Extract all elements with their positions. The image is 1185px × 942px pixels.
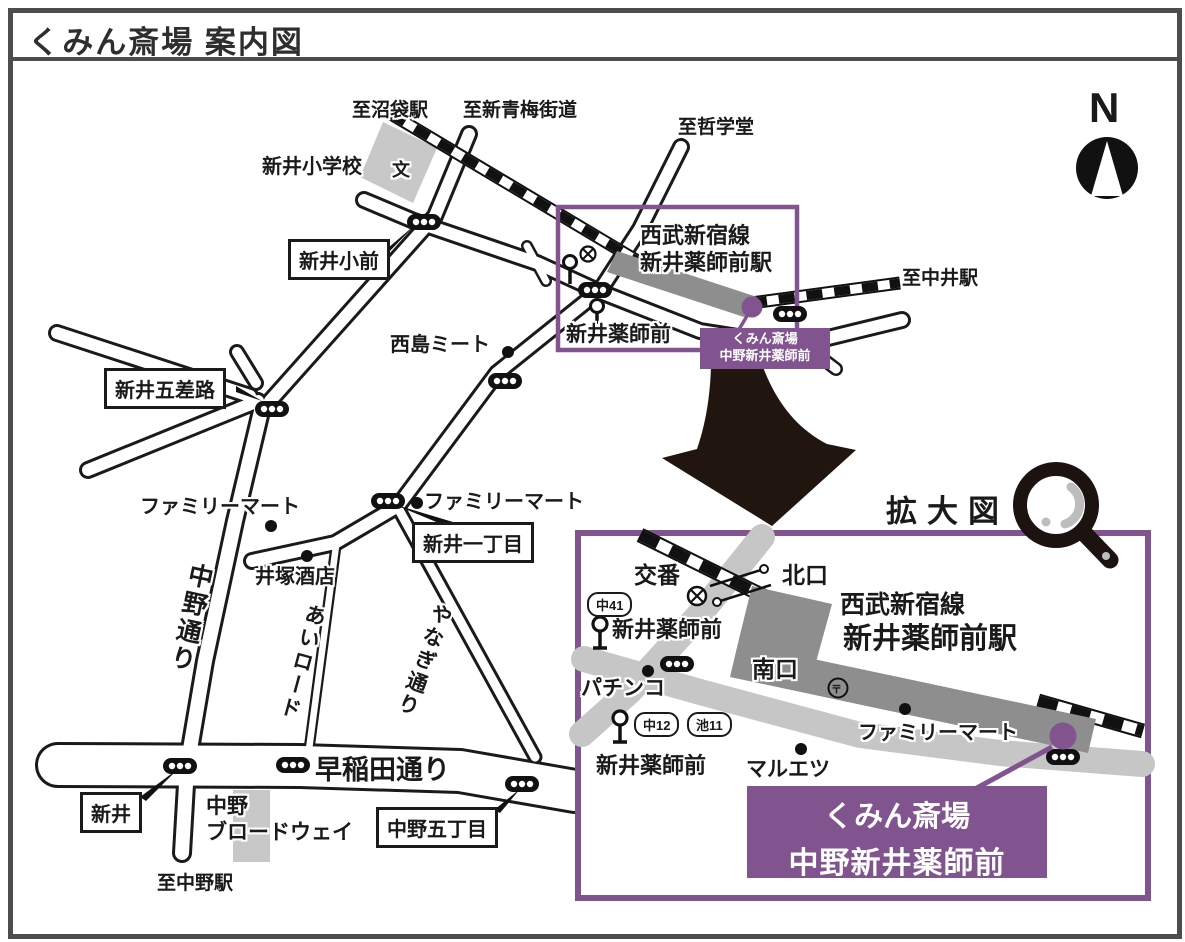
post-office-icon <box>827 677 849 699</box>
highlight-rect <box>555 204 800 353</box>
poi-familymart-right: ファミリーマート <box>424 491 584 513</box>
mag-busstop1: 新井薬師前 <box>612 617 723 642</box>
title-divider <box>8 57 1177 61</box>
mag-seibu-line: 西武新宿線 <box>840 591 966 619</box>
venue-name-line1: くみん斎場 <box>823 801 971 833</box>
box-arai-gosaro: 新井五差路 <box>104 368 226 409</box>
box-nakano-gochome: 中野五丁目 <box>376 807 498 848</box>
poi-nakano-broadway-line1: 中野 <box>206 795 248 818</box>
railway-line <box>387 108 901 310</box>
box-arai: 新井 <box>80 792 142 833</box>
zoom-arrow <box>662 367 856 526</box>
traffic-light-icons <box>163 214 807 792</box>
mag-south-exit: 南口 <box>752 656 798 682</box>
dir-to-shin-ome-kaido: 至新青梅街道 <box>463 100 578 121</box>
post-office-symbol: 〒 <box>831 684 842 696</box>
mag-koban: 交番 <box>634 562 680 588</box>
poi-arai-elementary: 新井小学校 <box>262 156 362 178</box>
bus-stop-icons-magnified <box>591 615 629 744</box>
page-title: くみん斎場 案内図 <box>28 25 304 60</box>
dir-to-nakano-station: 至中野駅 <box>157 873 234 894</box>
bus-route-badge-naka12: 中12 <box>634 712 680 737</box>
station-name-label: 新井薬師前駅 <box>640 250 773 275</box>
dir-to-nakai-station: 至中井駅 <box>902 268 979 289</box>
poi-dots-magnified <box>642 665 911 755</box>
venue-badge-line2: 中野新井薬師前 <box>719 347 811 363</box>
street-waseda-dori: 早稲田通り <box>315 755 450 785</box>
busstop-label-overview: 新井薬師前 <box>566 323 671 346</box>
dir-to-numabukuro: 至沼袋駅 <box>352 100 429 121</box>
railroad-crossing-icon-overview <box>579 245 597 263</box>
mag-busstop2: 新井薬師前 <box>596 753 707 778</box>
school-symbol-icon: 文 <box>392 160 410 180</box>
venue-badge: くみん斎場 中野新井薬師前 <box>700 328 830 369</box>
mag-maruetsu: マルエツ <box>746 758 830 781</box>
magnifier-icon <box>1013 462 1119 569</box>
station-platform-magnified <box>730 643 1096 753</box>
school-building-shape <box>360 122 437 203</box>
mag-familymart: ファミリーマート <box>858 722 1018 744</box>
label-pointers <box>140 224 520 813</box>
station-building-magnified <box>738 586 832 662</box>
traffic-lights-magnified <box>660 656 1080 765</box>
station-shape-overview <box>607 251 757 318</box>
compass-icon <box>1076 137 1138 199</box>
venue-name-line2: 中野新井薬師前 <box>788 847 1006 880</box>
venue-connector-magnified <box>973 744 1054 792</box>
bus-route-badge-naka41: 中41 <box>587 592 633 617</box>
poi-dots-overview <box>265 346 514 562</box>
bus-route-badge-ike11: 池11 <box>687 712 732 737</box>
crossing-gates-magnified <box>709 564 772 607</box>
mag-north-exit: 北口 <box>782 562 828 588</box>
venue-marker-magnified <box>1049 722 1077 750</box>
venue-marker-overview <box>741 296 763 318</box>
dir-to-tetsugakudo: 至哲学堂 <box>678 117 755 138</box>
poi-nishijima-meat: 西島ミート <box>390 334 490 356</box>
broadway-building-shape <box>233 790 270 862</box>
venue-name-box: くみん斎場 中野新井薬師前 <box>747 786 1047 880</box>
poi-nakano-broadway-line2: ブロードウェイ <box>206 821 353 844</box>
mag-station-name: 新井薬師前駅 <box>843 623 1018 655</box>
seibu-line-label: 西武新宿線 <box>640 223 751 248</box>
box-arai-itchome: 新井一丁目 <box>412 522 534 563</box>
compass-north-label: N <box>1089 84 1120 131</box>
mag-pachinko: パチンコ <box>581 677 665 700</box>
railroad-crossing-icon-magnified <box>686 585 708 607</box>
poi-familymart-left: ファミリーマート <box>140 496 300 518</box>
bus-stop-icons-overview <box>562 254 605 324</box>
poi-izuka-saketen: 井塚酒店 <box>255 566 335 588</box>
box-araishomae: 新井小前 <box>288 239 390 280</box>
magnified-heading: 拡大図 <box>886 494 1009 529</box>
venue-badge-line1: くみん斎場 <box>732 331 798 346</box>
